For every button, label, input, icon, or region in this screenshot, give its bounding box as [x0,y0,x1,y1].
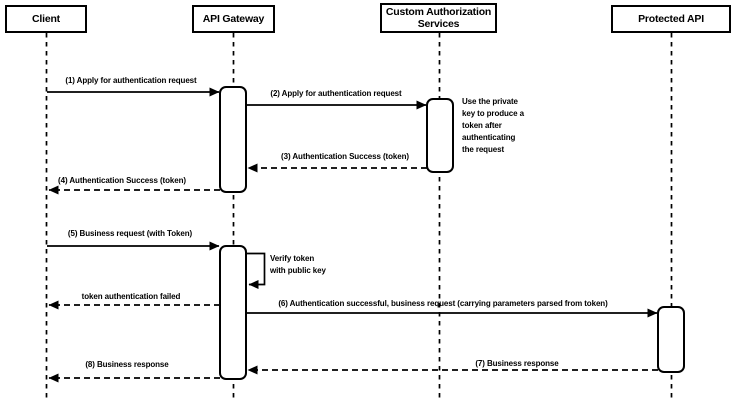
actor-label-api-gateway: API Gateway [202,12,265,25]
actor-box-client: Client [5,5,87,33]
actor-label-custom-authorization-line1: Custom Authorization [385,5,492,18]
actor-label-custom-authorization-line2: Services [417,18,460,30]
activation-api-gateway-auth [219,86,247,193]
message-label-2: (2) Apply for authentication request [270,89,402,98]
message-label-3: (3) Authentication Success (token) [281,152,409,161]
activation-protected-api [657,306,685,373]
note-private-key: Use the private key to produce a token a… [462,96,524,156]
message-label-4: (4) Authentication Success (token) [58,176,186,185]
message-label-7: (7) Business response [475,359,559,368]
note-line-1: Use the private [462,97,518,106]
actor-label-client: Client [32,12,60,25]
verify-token-line2: with public key [270,266,326,275]
verify-token-line1: Verify token [270,254,315,263]
arrow-self-message-verify-token [246,252,266,289]
message-label-6: (6) Authentication successful, business … [278,299,608,308]
note-line-5: the request [462,145,505,154]
actor-label-protected-api: Protected API [638,12,704,25]
message-label-8: (8) Business response [85,360,169,369]
message-label-5: (5) Business request (with Token) [67,229,193,238]
activation-custom-authorization [426,98,454,173]
message-label-1: (1) Apply for authentication request [65,76,197,85]
actor-box-api-gateway: API Gateway [192,5,275,33]
note-line-2: key to produce a [462,109,524,118]
note-line-3: token after [462,121,502,130]
note-line-4: authenticating [462,133,516,142]
message-label-verify-token: Verify token with public key [270,253,326,277]
message-label-token-failed: token authentication failed [81,292,181,301]
actor-box-custom-authorization: Custom Authorization Services [380,3,497,33]
actor-box-protected-api: Protected API [611,5,731,33]
